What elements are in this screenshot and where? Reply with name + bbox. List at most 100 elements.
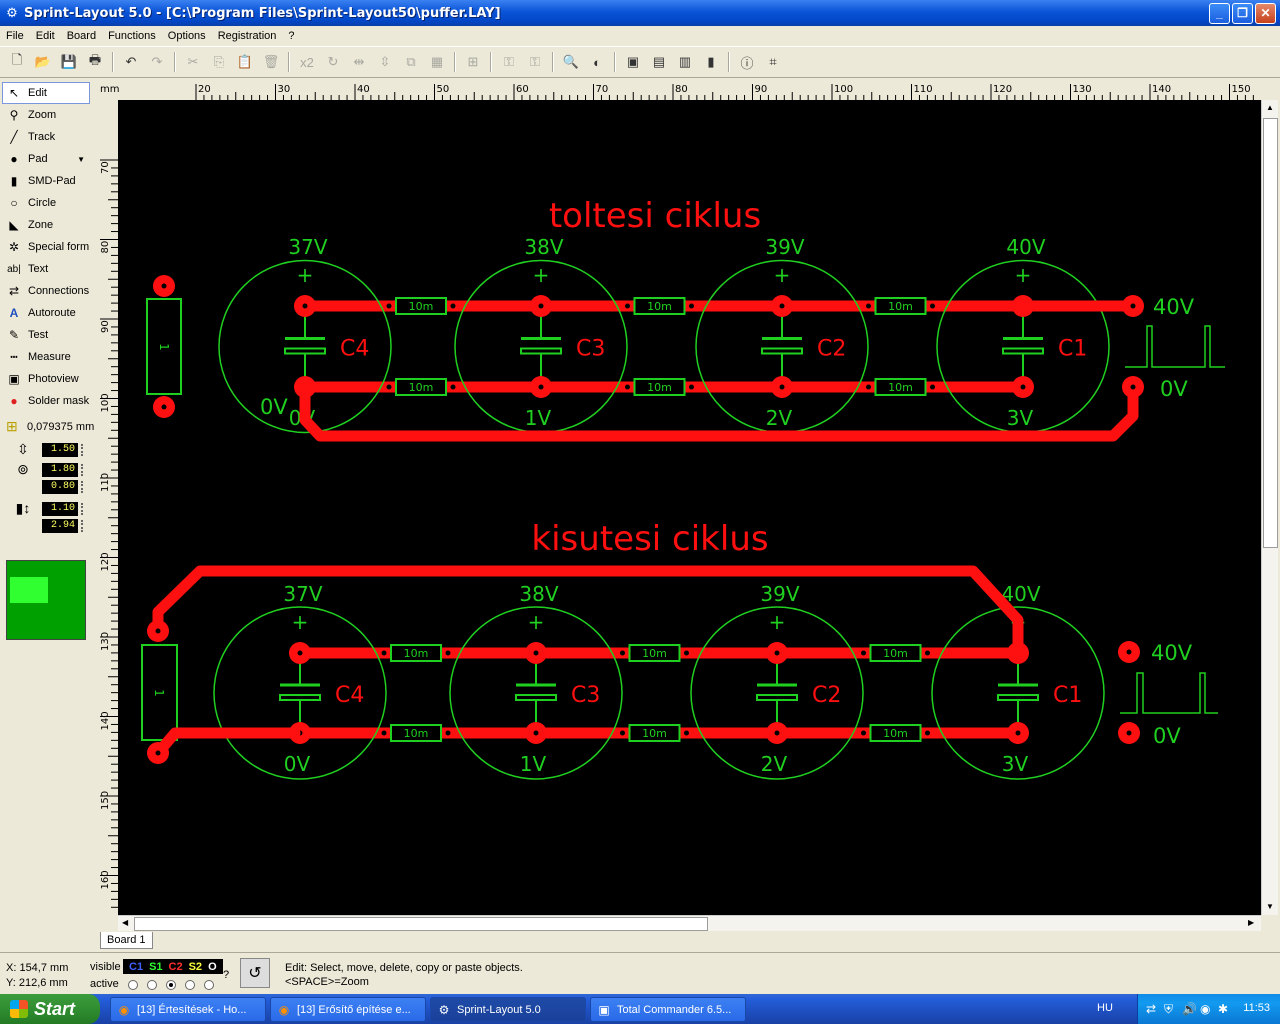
lock-icon[interactable]: ⚿ [504,54,514,69]
active-c1-radio[interactable] [128,980,138,990]
mirror-horizontal-icon[interactable]: ⇹ [353,54,365,69]
menu-help[interactable]: ? [288,30,295,42]
tool-special-form[interactable]: ✲Special form [0,236,95,258]
task-firefox-1[interactable]: ◉[13] Értesítések - Ho... [110,997,266,1022]
task-firefox-2[interactable]: ◉[13] Erősítő építése e... [270,997,426,1022]
minimize-button[interactable]: _ [1209,2,1230,24]
active-c2-radio[interactable] [166,980,176,990]
pad-hole [925,730,930,736]
tool-text[interactable]: ab|Text [0,258,95,280]
tool-measure[interactable]: ┅Measure [0,346,95,368]
menu-file[interactable]: File [6,30,24,42]
spinner-icon[interactable] [81,519,86,532]
smd-height-input[interactable]: 2.94 [42,518,78,533]
bluetooth-icon[interactable]: ✱ [1218,1002,1229,1016]
tool-zone[interactable]: ◣Zone [0,214,95,236]
open-folder-icon[interactable]: 📂 [34,54,52,69]
horizontal-scrollbar[interactable]: ◀ ▶ [118,915,1261,931]
crop-icon[interactable]: ⌗ [769,54,777,69]
scroll-right-icon[interactable]: ▶ [1248,918,1255,927]
undo-icon[interactable]: ↶ [125,54,137,69]
shield-icon[interactable]: ⛨ [1164,1002,1174,1016]
dropdown-arrow-icon[interactable]: ▼ [77,154,85,164]
vertical-scroll-thumb[interactable] [1263,118,1278,548]
tool-photoview[interactable]: ▣Photoview [0,368,95,390]
tool-solder-mask[interactable]: ●Solder mask [0,390,95,412]
redo-icon[interactable]: ↷ [151,54,163,69]
task-total-commander[interactable]: ▣Total Commander 6.5... [590,997,746,1022]
duplicate-x2-icon[interactable]: x2 [300,54,314,70]
maximize-button[interactable]: ❐ [1232,2,1253,24]
layer-s2-toggle[interactable]: S2 [188,960,203,973]
spinner-icon[interactable] [81,463,86,476]
rotate-icon[interactable]: ↻ [327,54,339,69]
menu-edit[interactable]: Edit [35,30,55,42]
vertical-scrollbar[interactable]: ▲ ▼ [1261,100,1278,915]
menu-board[interactable]: Board [66,30,97,42]
layer-c1-toggle[interactable]: C1 [129,960,144,973]
copy-icon[interactable]: ⎘ [213,54,225,69]
footprint-icon[interactable]: ▤ [652,54,666,69]
drc-icon[interactable]: ▥ [678,54,692,69]
spinner-icon[interactable] [81,480,86,493]
print-icon[interactable]: 🖶 [88,52,102,67]
layer-preview[interactable] [6,560,86,640]
tool-circle[interactable]: ○Circle [0,192,95,214]
macro-icon[interactable]: ▮ [707,54,715,69]
tool-edit[interactable]: ↖Edit [2,82,90,104]
new-file-icon[interactable]: 🗋 [11,52,23,67]
transparent-icon[interactable]: ◐ [593,54,601,70]
active-o-radio[interactable] [204,980,214,990]
tool-zoom[interactable]: ⚲Zoom [0,104,95,126]
pad-outer-input[interactable]: 1.80 [42,462,78,477]
layer-c2-toggle[interactable]: C2 [168,960,183,973]
active-s1-radio[interactable] [147,980,157,990]
task-sprint-layout[interactable]: ⚙Sprint-Layout 5.0 [430,997,586,1022]
paste-icon[interactable]: 📋 [236,54,254,69]
pcb-drawing[interactable]: toltesi ciklus37V+C40V10m10m38V+C31V10m1… [118,100,1261,915]
align-icon[interactable]: ⧉ [406,54,416,69]
menu-options[interactable]: Options [167,30,206,42]
layer-s1-toggle[interactable]: S1 [149,960,163,973]
distribute-icon[interactable]: ⊞ [467,54,479,69]
tool-smd-pad[interactable]: ▮SMD-Pad [0,170,95,192]
network-icon[interactable]: ⇄ [1146,1002,1157,1016]
scanned-copy-icon[interactable]: ▣ [626,54,640,69]
cut-icon[interactable]: ✂ [187,54,199,69]
scroll-up-icon[interactable]: ▲ [1266,103,1274,112]
close-button[interactable]: ✕ [1255,2,1276,24]
track-width-input[interactable]: 1.50 [42,442,78,457]
unlock-icon[interactable]: ⚿ [530,54,540,69]
tool-track[interactable]: ╱Track [0,126,95,148]
app-icon[interactable]: ⚙ [6,5,18,20]
start-button[interactable]: Start [0,994,100,1024]
zoom-icon[interactable]: 🔍 [562,54,580,69]
info-icon[interactable]: ⓘ [740,55,754,71]
active-s2-radio[interactable] [185,980,195,990]
smd-width-input[interactable]: 1.10 [42,501,78,516]
scroll-down-icon[interactable]: ▼ [1266,902,1274,911]
layer-help[interactable]: ? [223,969,230,981]
tool-connections[interactable]: ⇄Connections [0,280,95,302]
tool-test[interactable]: ✎Test [0,324,95,346]
pad-inner-input[interactable]: 0.80 [42,479,78,494]
save-icon[interactable]: 💾 [60,54,78,69]
monitor-icon[interactable]: ◉ [1200,1002,1211,1016]
language-indicator[interactable]: HU [1097,1002,1113,1014]
group-icon[interactable]: ▦ [430,54,444,69]
layer-o-toggle[interactable]: O [208,960,217,973]
menu-registration[interactable]: Registration [217,30,277,42]
mirror-vertical-icon[interactable]: ⇳ [379,54,391,69]
tool-pad[interactable]: ●Pad▼ [0,148,95,170]
menu-functions[interactable]: Functions [108,30,156,42]
scroll-left-icon[interactable]: ◀ [122,918,129,927]
horizontal-scroll-thumb[interactable] [134,917,708,931]
spinner-icon[interactable] [81,443,86,456]
delete-icon[interactable]: 🗑 [262,54,280,69]
tab-board-1[interactable]: Board 1 [100,932,153,949]
grid-selector[interactable]: ⊞0,079375 mm [0,418,95,435]
volume-icon[interactable]: 🔊 [1182,1002,1197,1016]
spinner-icon[interactable] [81,502,86,515]
